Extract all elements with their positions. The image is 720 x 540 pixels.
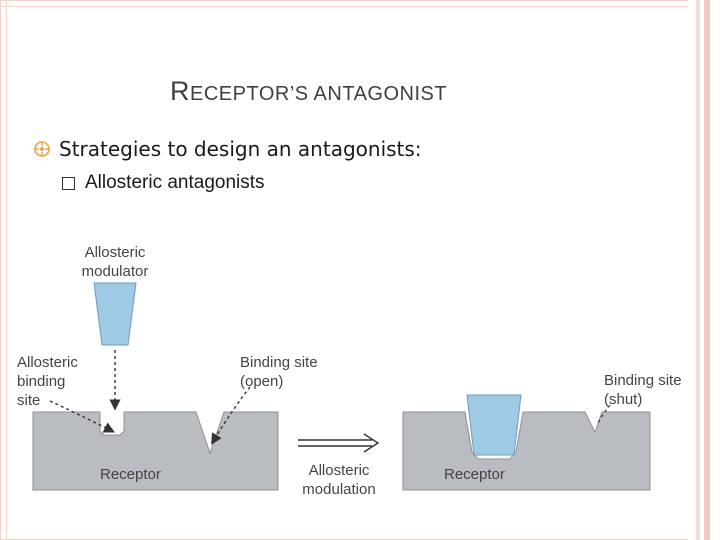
binding-shut-label-line-1: Binding site	[604, 372, 682, 389]
allosteric-site-label-line-3: site	[17, 392, 41, 409]
modulation-label-line-1: Allosteric	[308, 462, 370, 479]
binding-open-label-line-2: (open)	[240, 373, 284, 390]
allosteric-site-label-line-1: Allosteric	[17, 354, 78, 371]
title-rest: ECEPTOR’S ANTAGONIST	[190, 83, 448, 105]
binding-open-label-line-1: Binding site	[240, 354, 318, 371]
allosteric-site-label-line-2: binding	[17, 373, 66, 390]
modulator-left-shape	[93, 282, 137, 346]
receptor-left-shape	[32, 411, 279, 491]
receptor-right-label: Receptor	[444, 466, 505, 483]
allosteric-site-arrow	[49, 400, 116, 433]
binding-open-label: Binding site (open)	[240, 353, 318, 391]
slide-title: RECEPTOR’S ANTAGONIST	[170, 76, 447, 107]
receptor-right-shape	[402, 411, 651, 491]
frame-left-line	[6, 0, 7, 540]
bullet-item: Strategies to design an antagonists:	[33, 137, 422, 161]
modulation-label: Allosteric modulation	[292, 461, 386, 499]
modulation-label-line-2: modulation	[302, 481, 376, 498]
bullet-text: Strategies to design an antagonists:	[59, 137, 422, 161]
title-initial: R	[170, 76, 190, 106]
frame-right-bar	[688, 0, 720, 540]
receptor-left-label: Receptor	[100, 466, 161, 483]
modulator-right-shape	[466, 394, 522, 456]
modulator-label: Allosteric modulator	[68, 243, 162, 281]
frame-top-line	[0, 6, 690, 7]
sub-bullet-item: Allosteric antagonists	[62, 172, 265, 194]
binding-open-arrow	[211, 386, 251, 445]
modulation-arrowhead	[363, 433, 380, 453]
allosteric-diagram: Allosteric modulator Allosteric binding …	[0, 235, 720, 505]
diagram-graphics	[10, 235, 690, 500]
modulator-label-line-1: Allosteric	[84, 244, 146, 261]
binding-shut-label-line-2: (shut)	[604, 391, 643, 408]
binding-shut-label: Binding site (shut)	[604, 371, 682, 409]
modulator-label-line-2: modulator	[81, 263, 149, 280]
allosteric-site-label: Allosteric binding site	[17, 353, 78, 410]
circle-bullet-icon	[34, 141, 50, 157]
binding-shut-arrow	[596, 404, 611, 426]
sub-bullet-text: Allosteric antagonists	[85, 172, 265, 193]
square-bullet-icon	[62, 176, 75, 190]
